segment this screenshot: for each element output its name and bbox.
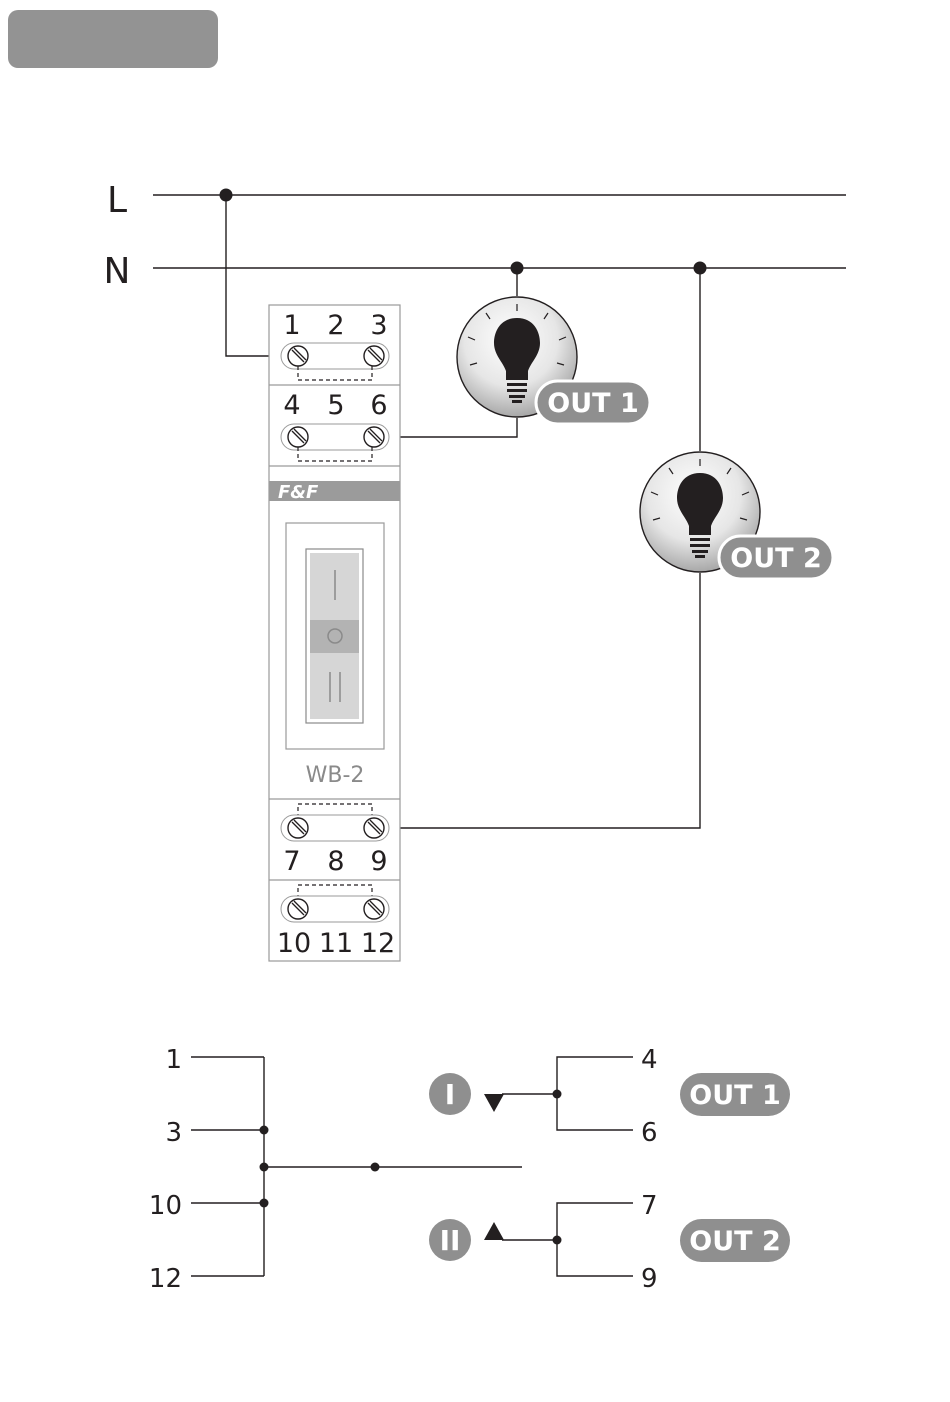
terminal-label-7: 7	[283, 846, 300, 877]
live-line-label: L	[107, 180, 127, 221]
svg-text:OUT 2: OUT 2	[689, 1226, 780, 1257]
schematic-out2-9: 9	[641, 1264, 658, 1294]
terminal-label-6: 6	[370, 390, 387, 421]
position-2-badge: II	[429, 1219, 471, 1261]
schematic-out1-6: 6	[641, 1118, 658, 1148]
schematic-out2-7: 7	[641, 1191, 658, 1221]
wb2-device: 1 2 3 4 5 6	[269, 305, 400, 961]
terminal-label-5: 5	[327, 390, 344, 421]
terminal-label-4: 4	[283, 390, 300, 421]
schematic-input-12: 12	[149, 1264, 182, 1294]
wire-terminal-6-to-lamp1	[387, 418, 517, 437]
out2-badge-label: OUT 2	[730, 543, 821, 574]
wire-terminal-9-to-lamp2	[387, 573, 700, 828]
device-model: WB-2	[306, 763, 365, 788]
terminal-label-12: 12	[361, 928, 395, 959]
neutral-line-label: N	[104, 251, 131, 292]
out1-badge-label: OUT 1	[547, 388, 638, 419]
terminal-label-2: 2	[327, 310, 344, 341]
out2-badge: OUT 2	[719, 536, 833, 579]
screw-terminal-3[interactable]	[364, 346, 384, 366]
schematic-out1-4: 4	[641, 1045, 658, 1075]
schematic-out1-badge: OUT 1	[680, 1073, 790, 1116]
terminal-label-9: 9	[370, 846, 387, 877]
schematic-input-3: 3	[165, 1118, 182, 1148]
triangle-up-icon	[484, 1222, 504, 1240]
terminal-label-8: 8	[327, 846, 344, 877]
terminal-label-1: 1	[283, 310, 300, 341]
svg-text:II: II	[440, 1224, 461, 1257]
schematic-input-10: 10	[149, 1191, 182, 1221]
schematic-input-1: 1	[165, 1045, 182, 1075]
terminal-label-10: 10	[277, 928, 311, 959]
schematic-out2-badge: OUT 2	[680, 1219, 790, 1262]
terminal-label-3: 3	[370, 310, 387, 341]
screw-terminal-4[interactable]	[288, 427, 308, 447]
screw-terminal-7[interactable]	[288, 818, 308, 838]
position-1-badge: I	[429, 1073, 471, 1115]
brand-logo: F&F	[278, 482, 319, 503]
selector-switch[interactable]	[306, 549, 363, 723]
screw-terminal-10[interactable]	[288, 899, 308, 919]
terminal-label-11: 11	[319, 928, 353, 959]
triangle-down-icon	[484, 1094, 504, 1112]
svg-text:I: I	[445, 1078, 455, 1111]
header-tab	[8, 10, 218, 68]
screw-terminal-12[interactable]	[364, 899, 384, 919]
screw-terminal-9[interactable]	[364, 818, 384, 838]
svg-text:OUT 1: OUT 1	[689, 1080, 780, 1111]
screw-terminal-1[interactable]	[288, 346, 308, 366]
out1-badge: OUT 1	[536, 381, 650, 424]
screw-terminal-6[interactable]	[364, 427, 384, 447]
contact-schematic: 1 3 10 12 4 6 7 9 I II	[149, 1045, 790, 1294]
